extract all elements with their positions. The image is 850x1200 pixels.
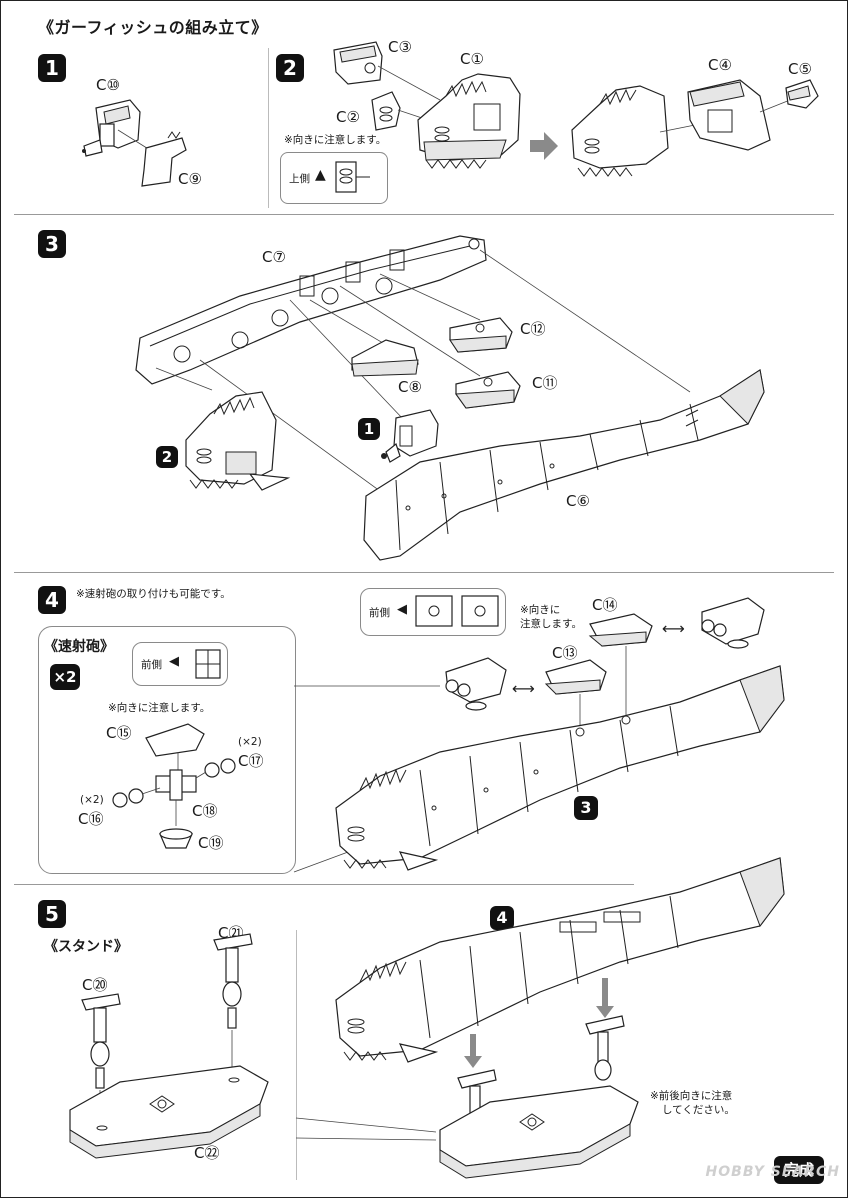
step5-note-line2: してください。 [662,1104,735,1116]
divider-mid [14,572,834,573]
rapid-gun-front-label: 前側 [141,659,162,671]
step3-ref1-assembly-drawing [381,409,439,463]
label-c7: C⑦ [262,248,286,266]
fish-assembled-step4-drawing [335,665,785,871]
label-c5: C⑤ [788,60,812,78]
rapid-gun-orientation-part [195,649,221,679]
label-c1: C① [460,50,484,68]
part-c22-drawing [69,1065,269,1159]
fish-assembled-step5-drawing [335,857,785,1063]
label-c4: C④ [708,56,732,74]
step4-orientation-parts [415,595,499,627]
part-c2-drawing [371,91,401,131]
part-c6-drawing [363,369,765,561]
step-3-badge: 3 [38,230,66,258]
label-c16: C⑯ [78,810,104,828]
label-c14: C⑭ [592,596,618,614]
label-c12: C⑫ [520,320,546,338]
step-1-badge: 1 [38,54,66,82]
part-c20-drawing [81,993,121,1089]
step5-ref-4: 4 [490,906,514,930]
label-c10: C⑩ [96,76,120,94]
divider-top [14,214,834,215]
part-c13-drawing [544,659,607,695]
rapid-gun-note: ※向きに注意します。 [108,702,211,714]
label-c9: C⑨ [178,170,202,188]
part-c9-drawing [141,131,187,187]
label-c19: C⑲ [198,834,224,852]
arrow-right-icon [530,132,558,160]
orientation-box: 上側 ▲ [280,152,388,204]
step4-orientation-note-2: 注意します。 [520,618,582,630]
divider-lower [14,884,634,885]
label-c2: C② [336,108,360,126]
step5-note-line1: ※前後向きに注意 [650,1090,733,1102]
step4-orientation-note-1: ※向きに [520,604,561,616]
step-5-badge: 5 [38,900,66,928]
label-c3: C③ [388,38,412,56]
head-assembled-drawing [571,85,669,177]
label-c6: C⑥ [566,492,590,510]
label-c17: C⑰ [238,752,264,770]
part-c11-drawing [455,371,521,409]
rapid-gun-multiplier: ×2 [50,664,80,690]
step4-front-label: 前側 [369,607,390,619]
rapid-gun-x2-b: (×2) [80,794,104,806]
part-c10-drawing [82,99,141,157]
label-c20: C⑳ [82,976,108,994]
arrow-left-icon: ◀ [397,602,407,617]
step3-ref2-head-drawing [185,391,291,491]
arrow-down-icon-left [464,1034,482,1068]
arrow-down-icon-right [596,978,614,1018]
part-c3-drawing [333,41,383,85]
step4-ref-3: 3 [574,796,598,820]
rapid-gun-title: 《速射砲》 [44,639,114,655]
part-c8-drawing [351,339,419,377]
orientation-part-icon [335,161,370,193]
rapid-gun-exploded-drawing [112,723,236,849]
part-c7-drawing [135,235,487,385]
step-4-badge: 4 [38,586,66,614]
cannon-turret-left-drawing [445,657,507,711]
step2-note: ※向きに注意します。 [284,134,387,146]
step4-header-note: ※速射砲の取り付けも可能です。 [76,588,231,600]
label-c11: C⑪ [532,374,558,392]
part-c1-drawing [417,73,521,169]
rapid-gun-x2-a: (×2) [238,736,262,748]
part-c5-drawing [785,79,819,109]
divider-step5 [296,930,297,1180]
label-c15: C⑮ [106,724,132,742]
complete-badge: 完成 [774,1156,824,1184]
arrow-left-icon: ◀ [169,654,179,669]
step-2-badge: 2 [276,54,304,82]
part-c4-drawing [687,79,771,151]
orientation-label: 上側 [289,173,310,185]
cannon-turret-right-drawing [701,597,765,649]
double-arrow-icon: ⟷ [512,679,535,698]
step3-ref-2: 2 [156,446,178,468]
page-title: 《ガーフィッシュの組み立て》 [38,18,268,37]
stand-title: 《スタンド》 [44,939,128,955]
stand-assembled-drawing [439,1015,639,1179]
step3-ref-1: 1 [358,418,380,440]
part-c12-drawing [449,317,513,353]
part-c21-drawing [213,933,253,1029]
double-arrow-icon: ⟷ [662,619,685,638]
label-c22: C㉒ [194,1144,220,1162]
watermark: HOBBY SEARCH [705,1164,840,1180]
label-c18: C⑱ [192,802,218,820]
label-c13: C⑬ [552,644,578,662]
part-c14-drawing [588,613,653,647]
divider-step1-2 [268,48,269,208]
label-c8: C⑧ [398,378,422,396]
arrow-up-icon: ▲ [315,167,326,183]
